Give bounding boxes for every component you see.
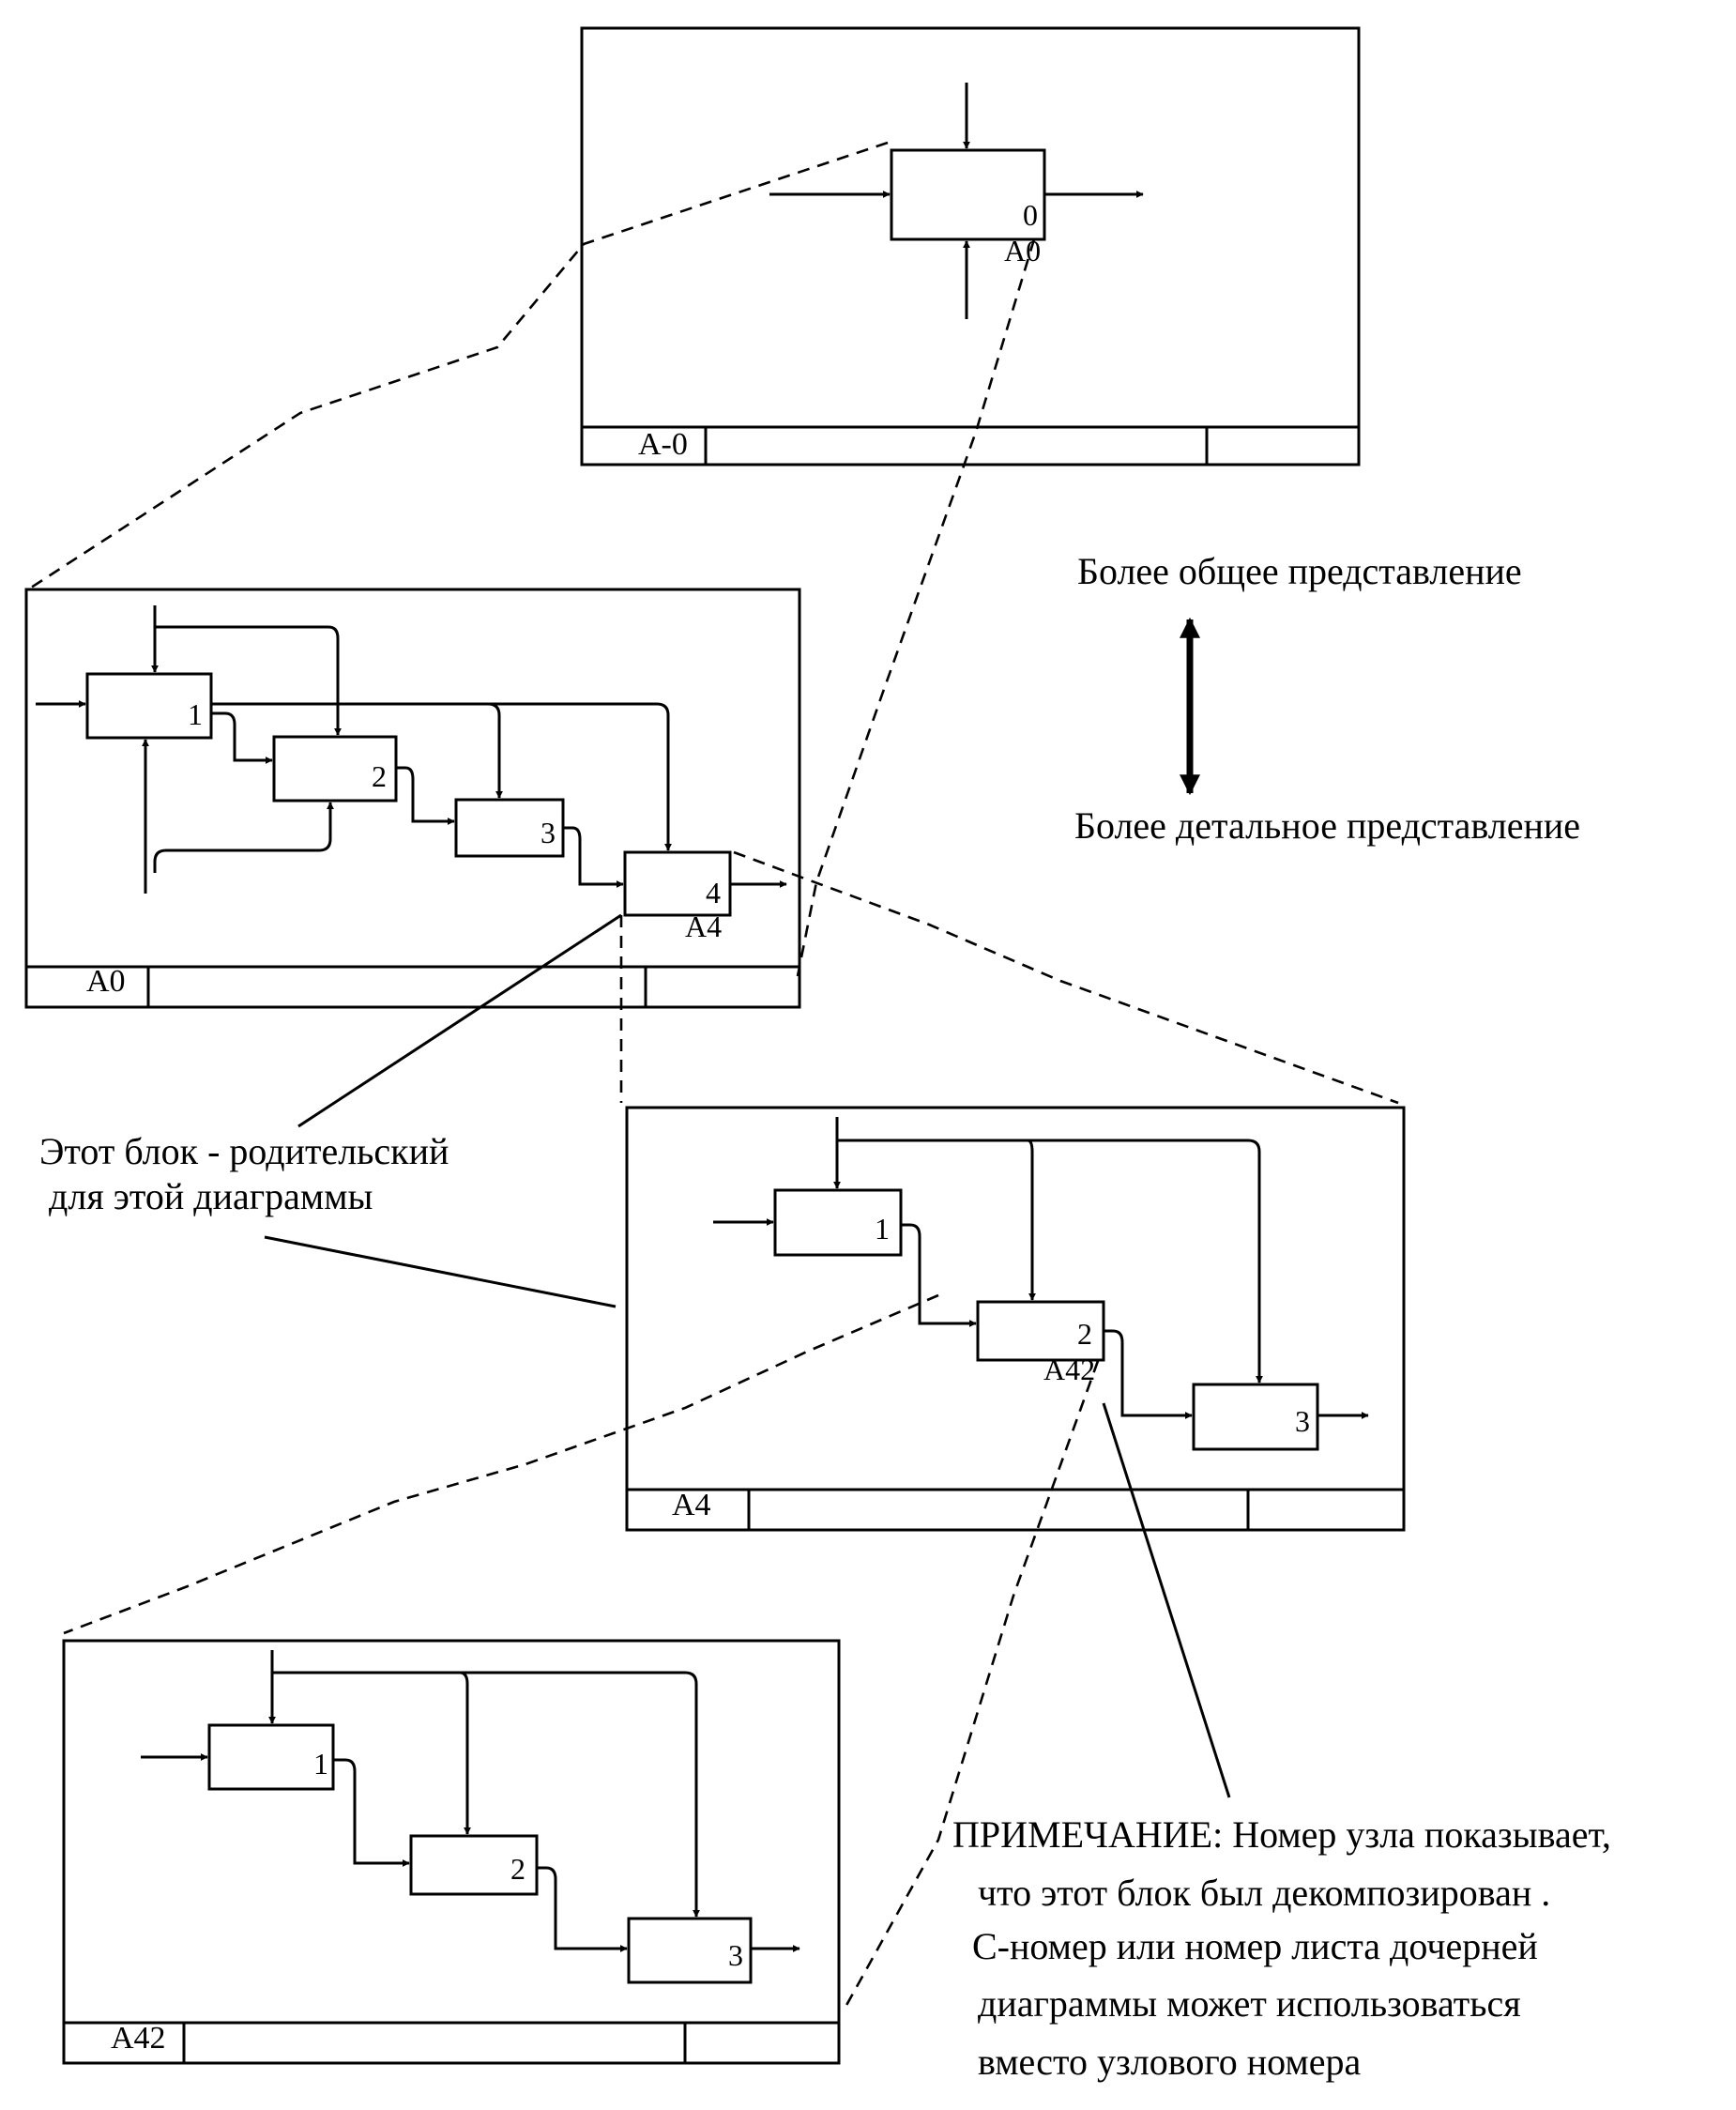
parent-pointer-line-2 [264,1235,617,1308]
node-pointer-line [1102,1402,1231,1798]
parent-note: Этот блок - родительский для этой диагра… [39,913,622,1308]
a0-box-2-number: 2 [372,759,387,793]
a0-box-4-number: 4 [706,876,721,910]
a0-box-4-ref: A4 [685,910,722,943]
node-note-line-5: вместо узлового номера [978,2041,1361,2083]
node-note-line-2: что этот блок был декомпозирован . [978,1872,1550,1914]
box-number: 0 [1023,198,1038,232]
node-note-line-3: С-номер или номер листа дочерней [972,1925,1538,1967]
dash-a0-right [796,238,1036,977]
legend: Более общее представление Более детально… [1074,550,1580,847]
footer-label-a-minus-0: A-0 [638,427,688,462]
context-box-0 [890,148,1046,241]
parent-note-line-2: для этой диаграммы [39,1175,373,1217]
node-note: ПРИМЕЧАНИЕ: Номер узла показывает, что э… [952,1402,1611,2083]
dash-a4-right [733,850,1399,1105]
box-ref: A0 [1004,234,1041,268]
legend-general-text: Более общее представление [1077,550,1522,592]
a0-box-3-number: 3 [541,816,556,849]
footer-label-a0: A0 [86,964,126,999]
footer-label-a42: A42 [111,2021,166,2056]
a42-box-3-number: 3 [728,1938,743,1972]
diagram-a4: A4 1 2 A42 3 [625,1106,1406,1532]
a42-box-2-number: 2 [510,1852,525,1886]
footer-label-a4: A4 [672,1488,711,1522]
node-note-line-4: диаграммы может использоваться [978,1982,1521,2025]
decomposition-lines [27,141,1399,2010]
node-note-line-1: ПРИМЕЧАНИЕ: Номер узла показывает, [952,1813,1611,1856]
parent-note-line-1: Этот блок - родительский [39,1130,449,1172]
dash-a0-left [27,141,889,591]
legend-detailed-text: Более детальное представление [1074,804,1580,847]
dash-a42-right [843,1360,1100,2010]
a4-box-2-ref: A42 [1043,1353,1095,1386]
a4-box-3-number: 3 [1295,1404,1310,1438]
a4-box-1-number: 1 [875,1212,890,1246]
a42-box-1-number: 1 [313,1747,328,1781]
a0-box-1-number: 1 [188,697,203,731]
dash-a42-left [63,1293,939,1635]
a4-box-2-number: 2 [1077,1317,1092,1351]
diagram-a-minus-0: A-0 0 A0 [580,26,1361,466]
diagram-a42: A42 1 2 3 [62,1639,841,2065]
parent-pointer-line [297,913,622,1128]
diagram-a0: A0 1 2 3 4 A4 [24,588,801,1009]
